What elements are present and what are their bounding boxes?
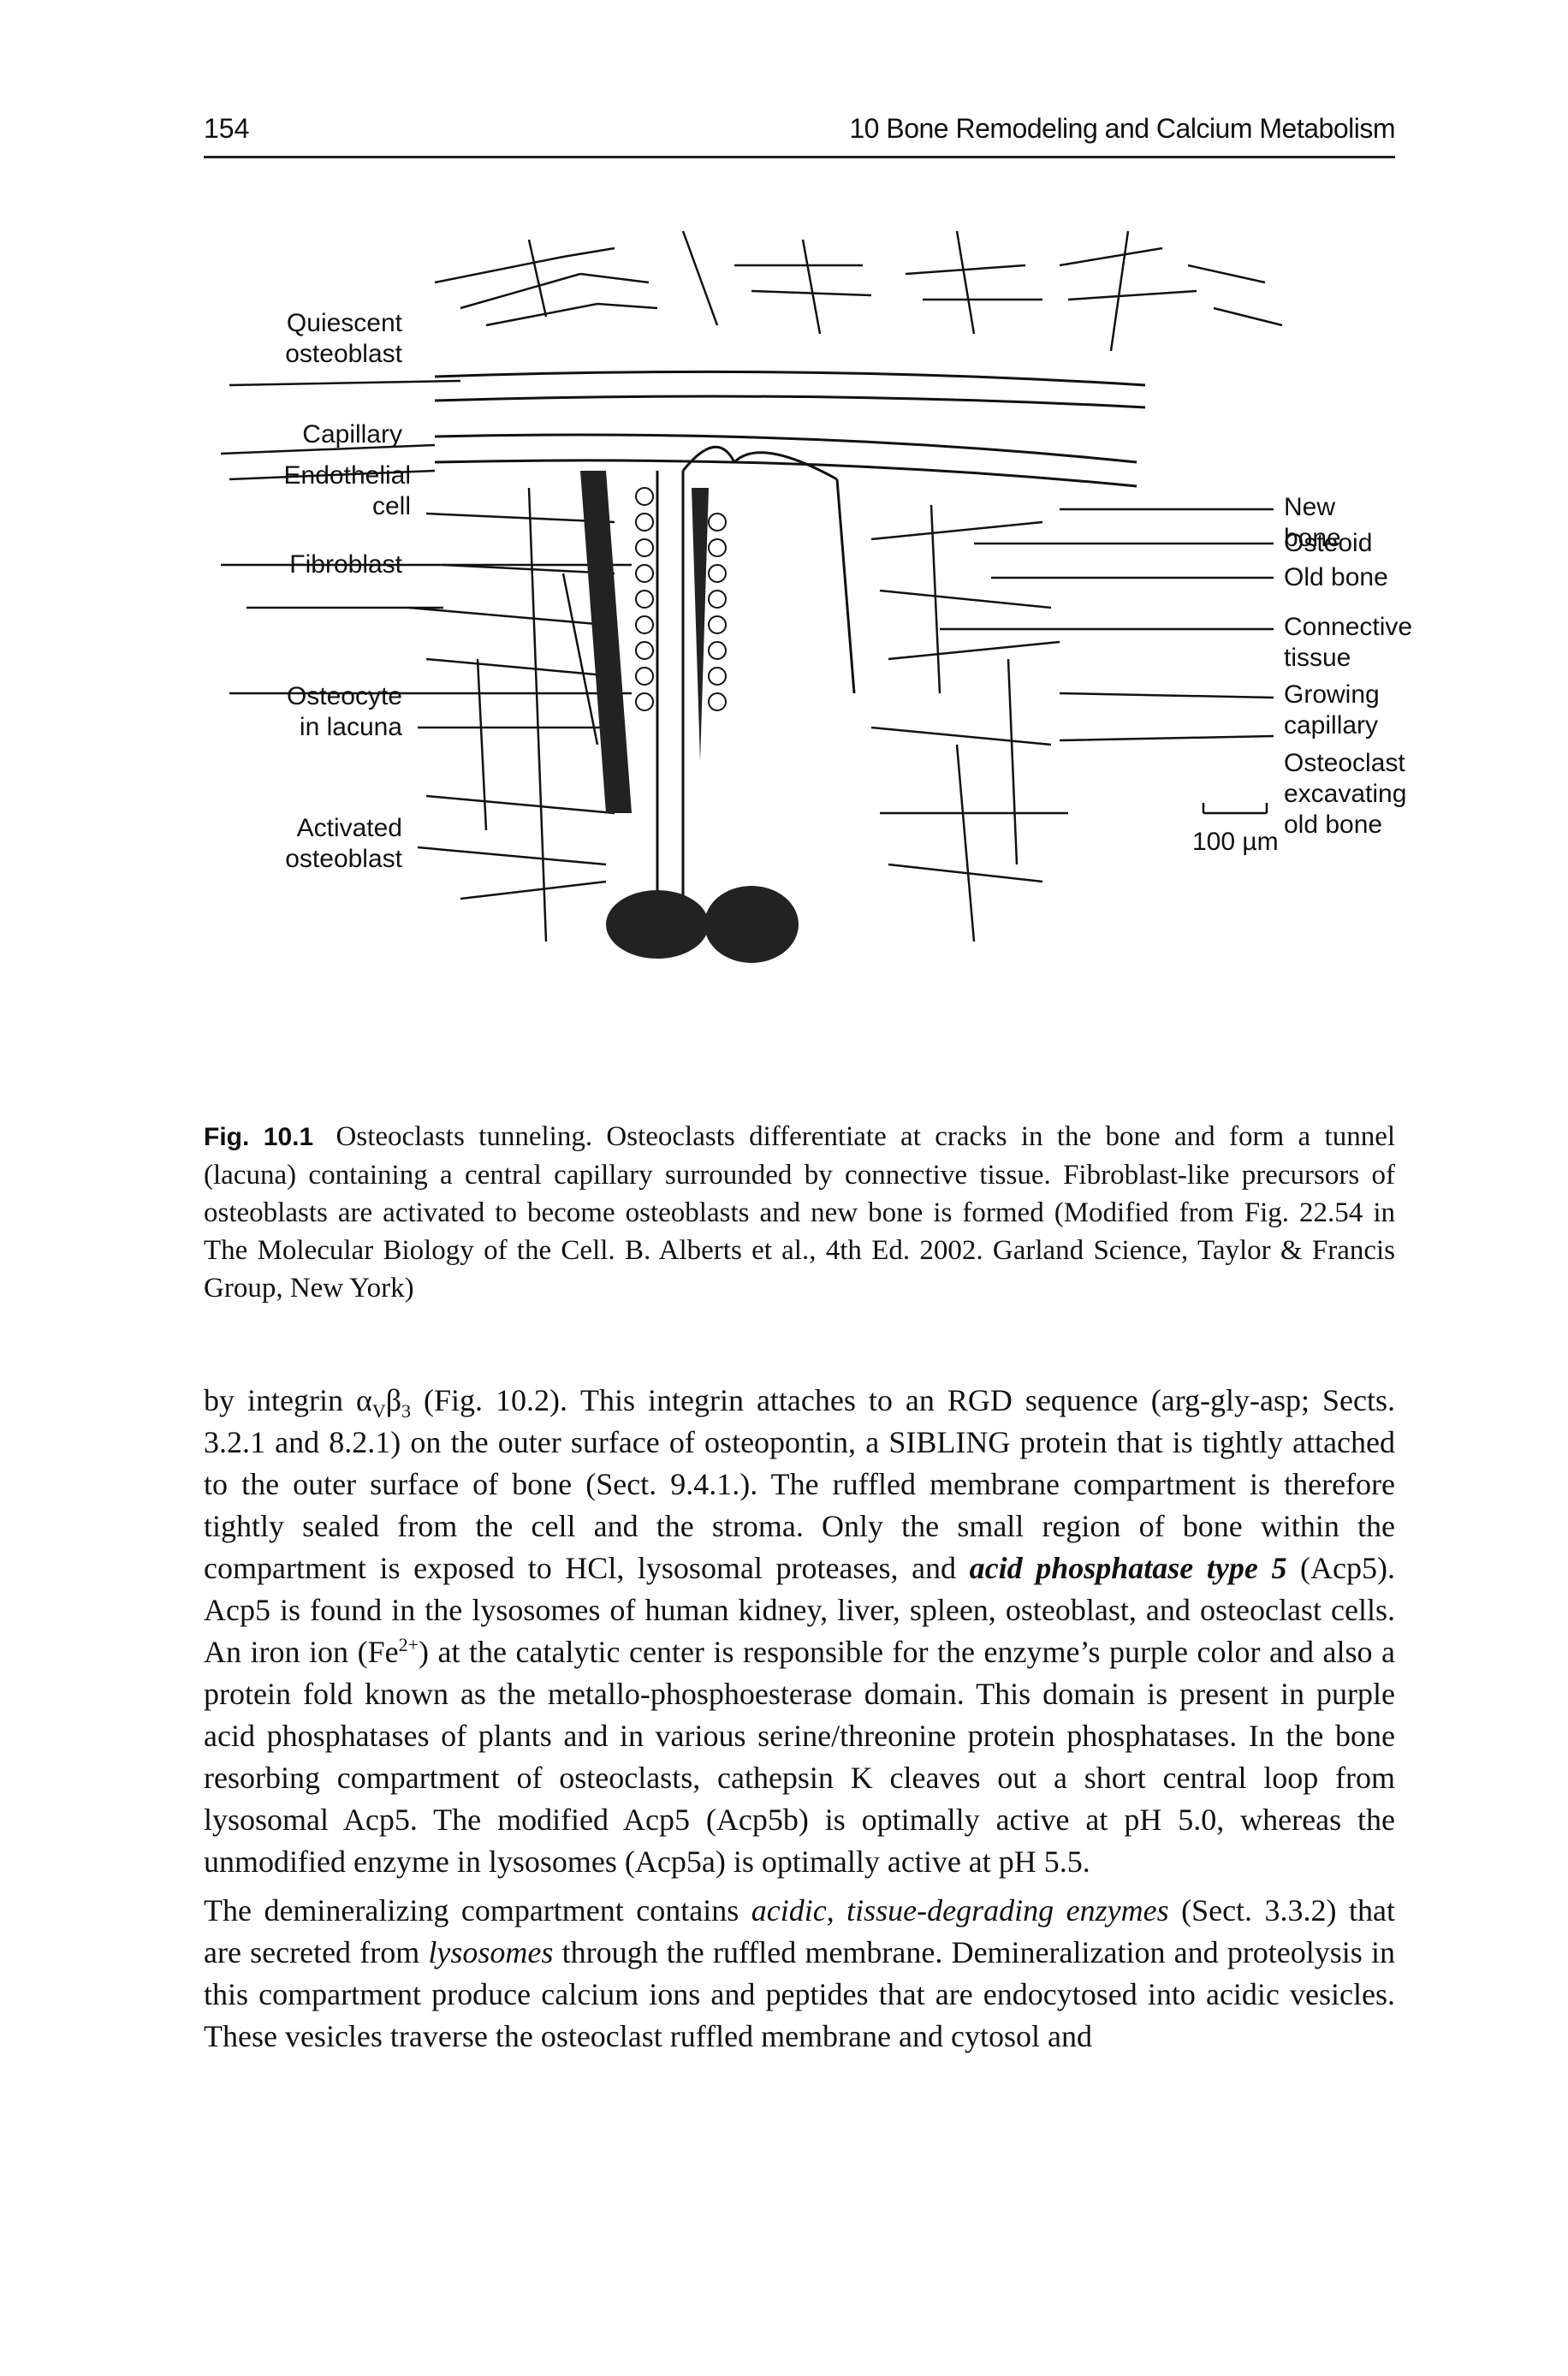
p1-sub-v: V <box>371 1400 386 1423</box>
p2-em-enzymes: acidic, tissue-degrading enzymes <box>751 1893 1169 1928</box>
paragraph-1: by integrin αVβ3 (Fig. 10.2). This integ… <box>204 1380 1395 1883</box>
p1-sub-3: 3 <box>401 1400 412 1423</box>
body-text: by integrin αVβ3 (Fig. 10.2). This integ… <box>204 1380 1395 2058</box>
label-connective-tissue: Connective tissue <box>1284 613 1413 672</box>
p1-part-e: ) at the catalytic center is responsible… <box>204 1635 1395 1879</box>
figure-label: Fig. 10.1 <box>204 1123 314 1151</box>
figure-illustration <box>220 230 1283 963</box>
scale-bar-label: 100 µm <box>1192 828 1279 856</box>
label-osteoid: Osteoid <box>1284 529 1373 557</box>
p1-part-c: (Fig. 10.2). This integrin attaches to a… <box>204 1383 1395 1585</box>
p1-sup-2plus: 2+ <box>398 1634 419 1655</box>
p2-part-c: through the ruffled membrane. Deminerali… <box>204 1935 1396 2053</box>
p2-em-lysosomes: lysosomes <box>428 1935 554 1969</box>
figure-caption: Fig. 10.1 Osteoclasts tunneling. Osteocl… <box>204 1118 1395 1307</box>
p2-part-a: The demineralizing compartment contains <box>204 1893 751 1928</box>
label-old-bone: Old bone <box>1284 563 1388 591</box>
label-new-bone: New bone <box>1284 493 1341 552</box>
running-head: 10 Bone Remodeling and Calcium Metabolis… <box>849 113 1395 144</box>
page-number: 154 <box>204 113 250 144</box>
p1-part-a: by integrin α <box>204 1383 372 1417</box>
label-osteoclast-excavating: Osteoclast excavating old bone <box>1284 749 1407 839</box>
label-osteocyte-lacuna: Osteocyte in lacuna <box>286 682 402 741</box>
page-header: 154 10 Bone Remodeling and Calcium Metab… <box>204 108 1395 158</box>
label-growing-capillary: Growing capillary <box>1284 680 1380 740</box>
label-fibroblast: Fibroblast <box>289 550 402 579</box>
label-activated-osteoblast: Activated osteoblast <box>285 814 402 873</box>
p1-beta: β <box>385 1383 402 1417</box>
label-endothelial-cell: Endothelial cell <box>283 461 411 520</box>
label-capillary: Capillary <box>302 420 402 448</box>
paragraph-2: The demineralizing compartment contains … <box>204 1890 1395 2058</box>
caption-text: Osteoclasts tunneling. Osteoclasts diffe… <box>204 1121 1396 1304</box>
p1-em-acid-phosphatase: acid phosphatase type 5 <box>969 1551 1287 1585</box>
p1-part-d: (Acp5). Acp5 is found in the lysosomes o… <box>204 1551 1396 1669</box>
label-quiescent-osteoblast: Quiescent osteoblast <box>285 309 402 368</box>
p2-part-b: (Sect. 3.3.2) that are secreted from <box>204 1893 1395 1969</box>
figure-osteoclast-tunneling: Quiescent osteoblast Capillary Endotheli… <box>204 214 1412 1104</box>
